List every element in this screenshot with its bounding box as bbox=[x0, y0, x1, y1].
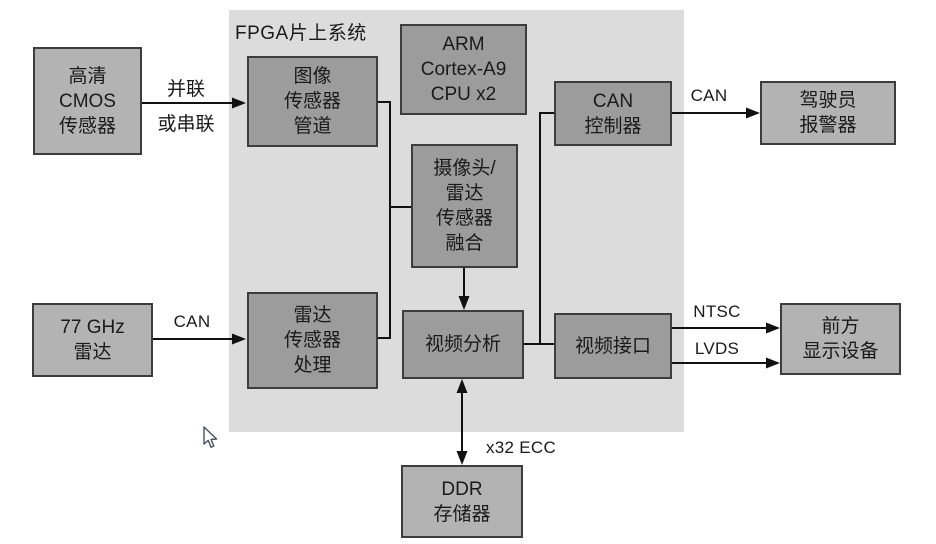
label-lvds: LVDS bbox=[694, 339, 740, 358]
mouse-cursor-icon bbox=[203, 426, 218, 448]
wire-right-bus bbox=[539, 112, 554, 344]
wire-left-bus bbox=[378, 101, 391, 339]
box-can-controller: CAN 控制器 bbox=[554, 81, 672, 146]
arrowhead-pipeline bbox=[232, 97, 246, 109]
box-image-sensor-pipeline: 图像 传感器 管道 bbox=[247, 56, 378, 147]
box-front-display: 前方 显示设备 bbox=[780, 303, 901, 375]
arrowhead-ddr-down bbox=[456, 451, 468, 465]
box-video-interface: 视频接口 bbox=[554, 313, 672, 379]
label-cmos-link-parallel: 并联 bbox=[166, 79, 206, 100]
arrowhead-display-ntsc bbox=[766, 322, 780, 334]
box-arm-cpu: ARM Cortex-A9 CPU x2 bbox=[400, 24, 527, 115]
label-ntsc: NTSC bbox=[693, 302, 741, 321]
label-cmos-link-serial: 或串联 bbox=[157, 114, 215, 135]
box-sensor-fusion: 摄像头/ 雷达 传感器 融合 bbox=[411, 144, 518, 268]
arrowhead-analytics bbox=[458, 296, 470, 310]
box-hd-cmos-sensor: 高清 CMOS 传感器 bbox=[33, 47, 142, 155]
box-radar-sensor-processing: 雷达 传感器 处理 bbox=[247, 292, 378, 389]
box-ddr-memory: DDR 存储器 bbox=[401, 465, 523, 538]
arrowhead-display-lvds bbox=[766, 357, 780, 369]
fpga-region-label: FPGA片上系统 bbox=[235, 23, 367, 44]
arrowhead-alarm bbox=[746, 107, 760, 119]
box-driver-alarm: 驾驶员 报警器 bbox=[760, 81, 896, 145]
label-x32-ecc: x32 ECC bbox=[485, 438, 557, 457]
label-radar-can: CAN bbox=[173, 312, 211, 331]
label-alarm-can: CAN bbox=[690, 86, 728, 105]
arrowhead-ddr-up bbox=[456, 379, 468, 393]
box-77ghz-radar: 77 GHz 雷达 bbox=[32, 303, 153, 377]
box-video-analytics: 视频分析 bbox=[402, 310, 524, 379]
arrowhead-processing bbox=[232, 333, 246, 345]
